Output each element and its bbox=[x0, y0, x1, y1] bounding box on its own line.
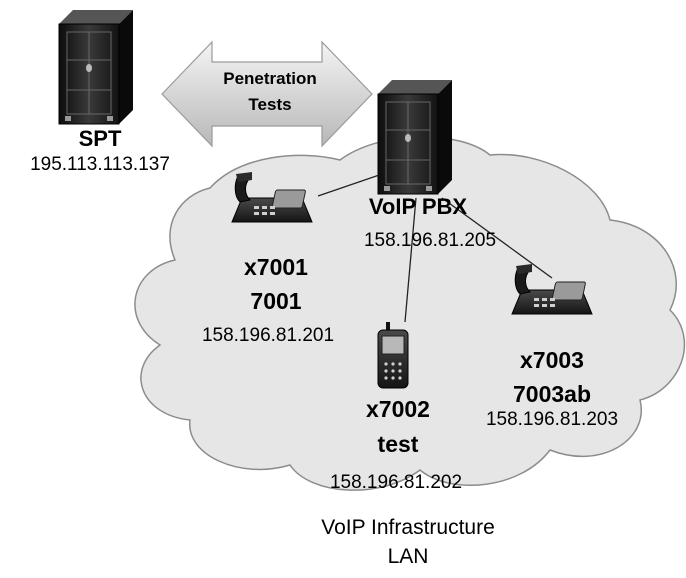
network-label-line1: VoIP Infrastructure bbox=[321, 516, 495, 539]
phone-x7001-extension: x7001 bbox=[244, 254, 308, 280]
lan-cloud bbox=[134, 136, 686, 491]
server-tower-icon bbox=[58, 10, 133, 125]
phone-x7002-extension: x7002 bbox=[366, 396, 430, 422]
phone-x7003-secret: 7003ab bbox=[513, 381, 591, 407]
phone-x7001-ip: 158.196.81.201 bbox=[202, 325, 334, 346]
phone-x7003-extension: x7003 bbox=[520, 347, 584, 373]
smartphone-icon bbox=[377, 322, 409, 389]
penetration-tests-arrow: Penetration Tests bbox=[161, 40, 373, 148]
attacker-name: SPT bbox=[79, 126, 122, 151]
phone-x7001-secret: 7001 bbox=[250, 288, 301, 314]
desk-phone-icon bbox=[511, 264, 593, 315]
link-pbx-x7003 bbox=[441, 197, 553, 279]
arrow-label-line2: Tests bbox=[248, 95, 291, 114]
network-label-line2: LAN bbox=[388, 545, 429, 568]
link-pbx-x7002 bbox=[404, 197, 417, 323]
arrow-label-line1: Penetration bbox=[223, 69, 317, 88]
pbx-ip: 158.196.81.205 bbox=[364, 230, 496, 251]
desk-phone-icon bbox=[231, 172, 313, 223]
link-pbx-x7001 bbox=[317, 171, 389, 197]
phone-x7002-secret: test bbox=[378, 431, 419, 457]
connections bbox=[317, 171, 553, 323]
server-tower-icon bbox=[377, 80, 452, 195]
phone-x7003-ip: 158.196.81.203 bbox=[486, 409, 618, 430]
phone-x7002-ip: 158.196.81.202 bbox=[330, 472, 462, 493]
pbx-name: VoIP PBX bbox=[369, 194, 468, 219]
attacker-ip: 195.113.113.137 bbox=[30, 154, 170, 175]
